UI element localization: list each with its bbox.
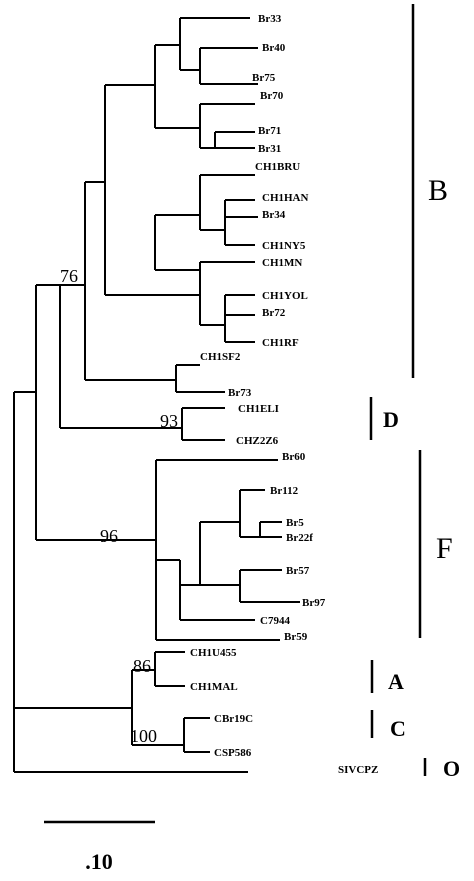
taxon-label-ch1u455: CH1U455 <box>190 647 237 659</box>
clade-label-f: F <box>436 532 453 565</box>
taxon-label-ch1mal: CH1MAL <box>190 681 238 693</box>
taxon-label-br71: Br71 <box>258 125 281 137</box>
taxon-label-ch1mn: CH1MN <box>262 257 302 269</box>
taxon-label-ch1bru: CH1BRU <box>255 161 300 173</box>
taxon-label-br112: Br112 <box>270 485 299 497</box>
taxon-label-ch1sf2: CH1SF2 <box>200 351 241 363</box>
clade-label-b: B <box>428 174 448 207</box>
scale-bar: .10 <box>44 820 155 874</box>
clade-markers: B D F A C O <box>369 4 460 781</box>
taxon-label-br73: Br73 <box>228 387 252 399</box>
taxon-label-ch1ny5: CH1NY5 <box>262 240 306 252</box>
taxon-label-br5: Br5 <box>286 517 304 529</box>
taxon-label-br57: Br57 <box>286 565 310 577</box>
bootstrap-value-96: 96 <box>100 526 118 546</box>
taxon-label-ch1rf: CH1RF <box>262 337 299 349</box>
bootstrap-values: 76 93 96 86 100 <box>60 266 178 746</box>
taxon-label-br72: Br72 <box>262 307 286 319</box>
taxon-label-ch1yol: CH1YOL <box>262 290 308 302</box>
taxon-label-ch1eli: CH1ELI <box>238 403 279 415</box>
taxon-label-ch1han: CH1HAN <box>262 192 309 204</box>
taxon-label-chz2z6: CHZ2Z6 <box>236 435 279 447</box>
taxon-label-sivcpz: SIVCPZ <box>338 764 378 776</box>
taxon-label-br31: Br31 <box>258 143 281 155</box>
clade-label-c: C <box>390 716 406 741</box>
taxon-label-csp586: CSP586 <box>214 747 252 759</box>
taxon-label-cbr19c: CBr19C <box>214 713 253 725</box>
taxon-label-br97: Br97 <box>302 597 326 609</box>
clade-label-o: O <box>443 756 460 781</box>
clade-label-d: D <box>383 407 399 432</box>
taxon-label-br33: Br33 <box>258 13 282 25</box>
clade-label-a: A <box>388 669 404 694</box>
taxon-label-br59: Br59 <box>284 631 308 643</box>
taxon-label-c7944: C7944 <box>260 615 290 627</box>
taxon-label-br22f: Br22f <box>286 532 313 544</box>
taxon-labels: Br33 Br40 Br75 Br70 Br71 Br31 CH1BRU CH1… <box>190 13 378 776</box>
bootstrap-value-100: 100 <box>130 726 157 746</box>
taxon-label-br75: Br75 <box>252 72 276 84</box>
bootstrap-value-93: 93 <box>160 411 178 431</box>
taxon-label-br60: Br60 <box>282 451 306 463</box>
tree-branches <box>13 17 300 773</box>
taxon-label-br34: Br34 <box>262 209 286 221</box>
scale-bar-label: .10 <box>85 849 113 874</box>
taxon-label-br70: Br70 <box>260 90 284 102</box>
bootstrap-value-76: 76 <box>60 266 78 286</box>
bootstrap-value-86: 86 <box>133 656 151 676</box>
taxon-label-br40: Br40 <box>262 42 286 54</box>
